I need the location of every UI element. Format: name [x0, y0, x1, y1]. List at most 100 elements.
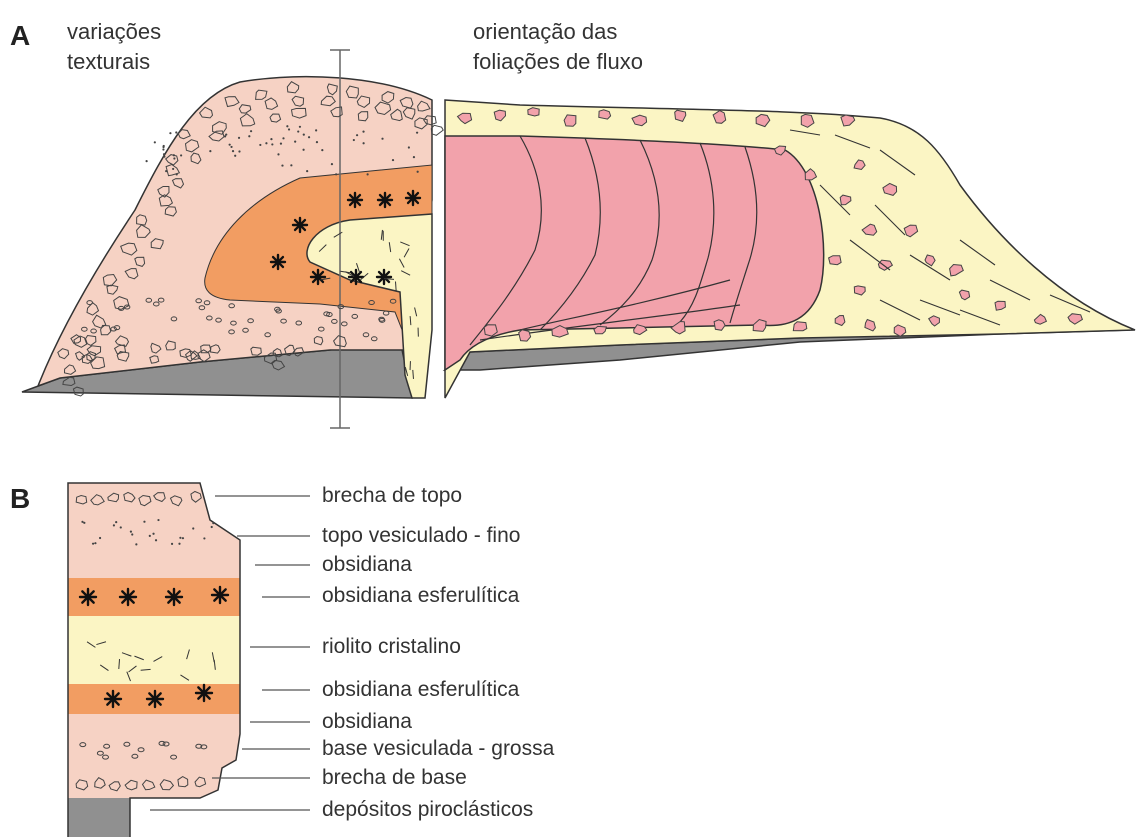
vesicle-dot — [224, 135, 226, 137]
vesicle-dot — [163, 155, 165, 157]
vesicle-dot — [416, 132, 418, 134]
vesicle-dot — [294, 140, 296, 142]
spherulite-symbol — [166, 589, 182, 605]
spherulite-symbol — [348, 193, 362, 207]
vesicle-dot — [265, 142, 267, 144]
crystal-needle — [413, 370, 414, 379]
vesicle-dot — [157, 519, 159, 521]
vesicle-dot — [302, 149, 304, 151]
vesicle-dot — [250, 130, 252, 132]
vesicle-dot — [230, 146, 232, 148]
vesicle-dot — [83, 522, 85, 524]
column-obsidian-lower — [68, 714, 240, 734]
vesicle-dot — [192, 527, 194, 529]
legend-topo-vesiculado: topo vesiculado - fino — [322, 524, 520, 548]
vesicle-dot — [225, 133, 227, 135]
vesicle-dot — [155, 539, 157, 541]
vesicle-dot — [290, 164, 292, 166]
vesicle-dot — [99, 537, 101, 539]
vesicle-dot — [356, 134, 358, 136]
vesicle-dot — [172, 168, 174, 170]
vesicle-dot — [238, 137, 240, 139]
vesicle-dot — [178, 543, 180, 545]
vesicle-dot — [315, 129, 317, 131]
vesicle-dot — [367, 173, 369, 175]
vesicle-dot — [173, 154, 175, 156]
right-section-title-line2: foliações de fluxo — [473, 48, 643, 76]
legend-riolito-cristalino: riolito cristalino — [322, 635, 461, 659]
vesicle-dot — [353, 139, 355, 141]
column-base-vesiculated — [68, 734, 240, 768]
vesicle-dot — [316, 141, 318, 143]
vesicle-dot — [238, 150, 240, 152]
spherulite-symbol — [120, 589, 136, 605]
vesicle-dot — [413, 156, 415, 158]
vesicle-dot — [180, 154, 182, 156]
spherulite-symbol — [147, 691, 163, 707]
vesicle-dot — [143, 521, 145, 523]
column-rhyolite — [68, 616, 240, 684]
vesicle-dot — [92, 543, 94, 545]
vesicle-dot — [131, 533, 133, 535]
vesicle-dot — [417, 171, 419, 173]
vesicle-dot — [175, 131, 177, 133]
legend-base-vesiculada: base vesiculada - grossa — [322, 737, 554, 761]
vesicle-dot — [232, 150, 234, 152]
stratigraphic-column — [68, 483, 310, 837]
vesicle-dot — [280, 143, 282, 145]
vesicle-dot — [321, 149, 323, 151]
vesicle-dot — [135, 543, 137, 545]
column-breccia-top — [68, 483, 240, 560]
vesicle-dot — [115, 521, 117, 523]
vesicle-dot — [149, 535, 151, 537]
vesicle-dot — [281, 164, 283, 166]
right-section-title-line1: orientação das — [473, 18, 617, 46]
vesicle-dot — [94, 542, 96, 544]
spherulite-symbol — [80, 589, 96, 605]
spherulite-symbol — [212, 587, 228, 603]
carapace-clast — [519, 330, 531, 341]
vesicle-dot — [381, 138, 383, 140]
spherulite-symbol — [378, 193, 392, 207]
breccia-clast — [431, 125, 443, 135]
vesicle-dot — [362, 130, 364, 132]
vesicle-dot — [163, 153, 165, 155]
legend-obsidiana-esferulitica-upper: obsidiana esferulítica — [322, 584, 519, 608]
vesicle-dot — [248, 135, 250, 137]
column-pyroclastic — [68, 798, 130, 837]
vesicle-dot — [203, 537, 205, 539]
vesicle-dot — [270, 138, 272, 140]
vesicle-dot — [234, 155, 236, 157]
vesicle-dot — [165, 170, 167, 172]
vesicle-dot — [282, 137, 284, 139]
vesicle-dot — [211, 526, 213, 528]
left-section-title-line1: variações — [67, 18, 161, 46]
legend-depositos-piroclasticos: depósitos piroclásticos — [322, 798, 533, 822]
vesicle-dot — [308, 136, 310, 138]
left-section-title-line2: texturais — [67, 48, 150, 76]
spherulite-symbol — [311, 270, 325, 284]
carapace-clast — [829, 256, 842, 265]
column-obsidian-upper — [68, 560, 240, 578]
vesicle-dot — [169, 132, 171, 134]
legend-brecha-base: brecha de base — [322, 766, 467, 790]
vesicle-dot — [146, 160, 148, 162]
vesicle-dot — [229, 144, 231, 146]
vesicle-dot — [113, 524, 115, 526]
vesicle-dot — [162, 146, 164, 148]
vesicle-dot — [162, 148, 164, 150]
vesicle-dot — [212, 522, 214, 524]
vesicle-dot — [306, 170, 308, 172]
carapace-clast — [793, 322, 807, 331]
vesicle-dot — [277, 153, 279, 155]
panel-a-left-section — [22, 50, 443, 428]
vesicle-dot — [363, 142, 365, 144]
crystal-needle — [410, 316, 411, 325]
vesicle-dot — [271, 143, 273, 145]
vesicle-dot — [130, 531, 132, 533]
vesicle-dot — [209, 150, 211, 152]
spherulite-symbol — [271, 255, 285, 269]
vesicle-dot — [297, 130, 299, 132]
legend-brecha-topo: brecha de topo — [322, 484, 462, 508]
